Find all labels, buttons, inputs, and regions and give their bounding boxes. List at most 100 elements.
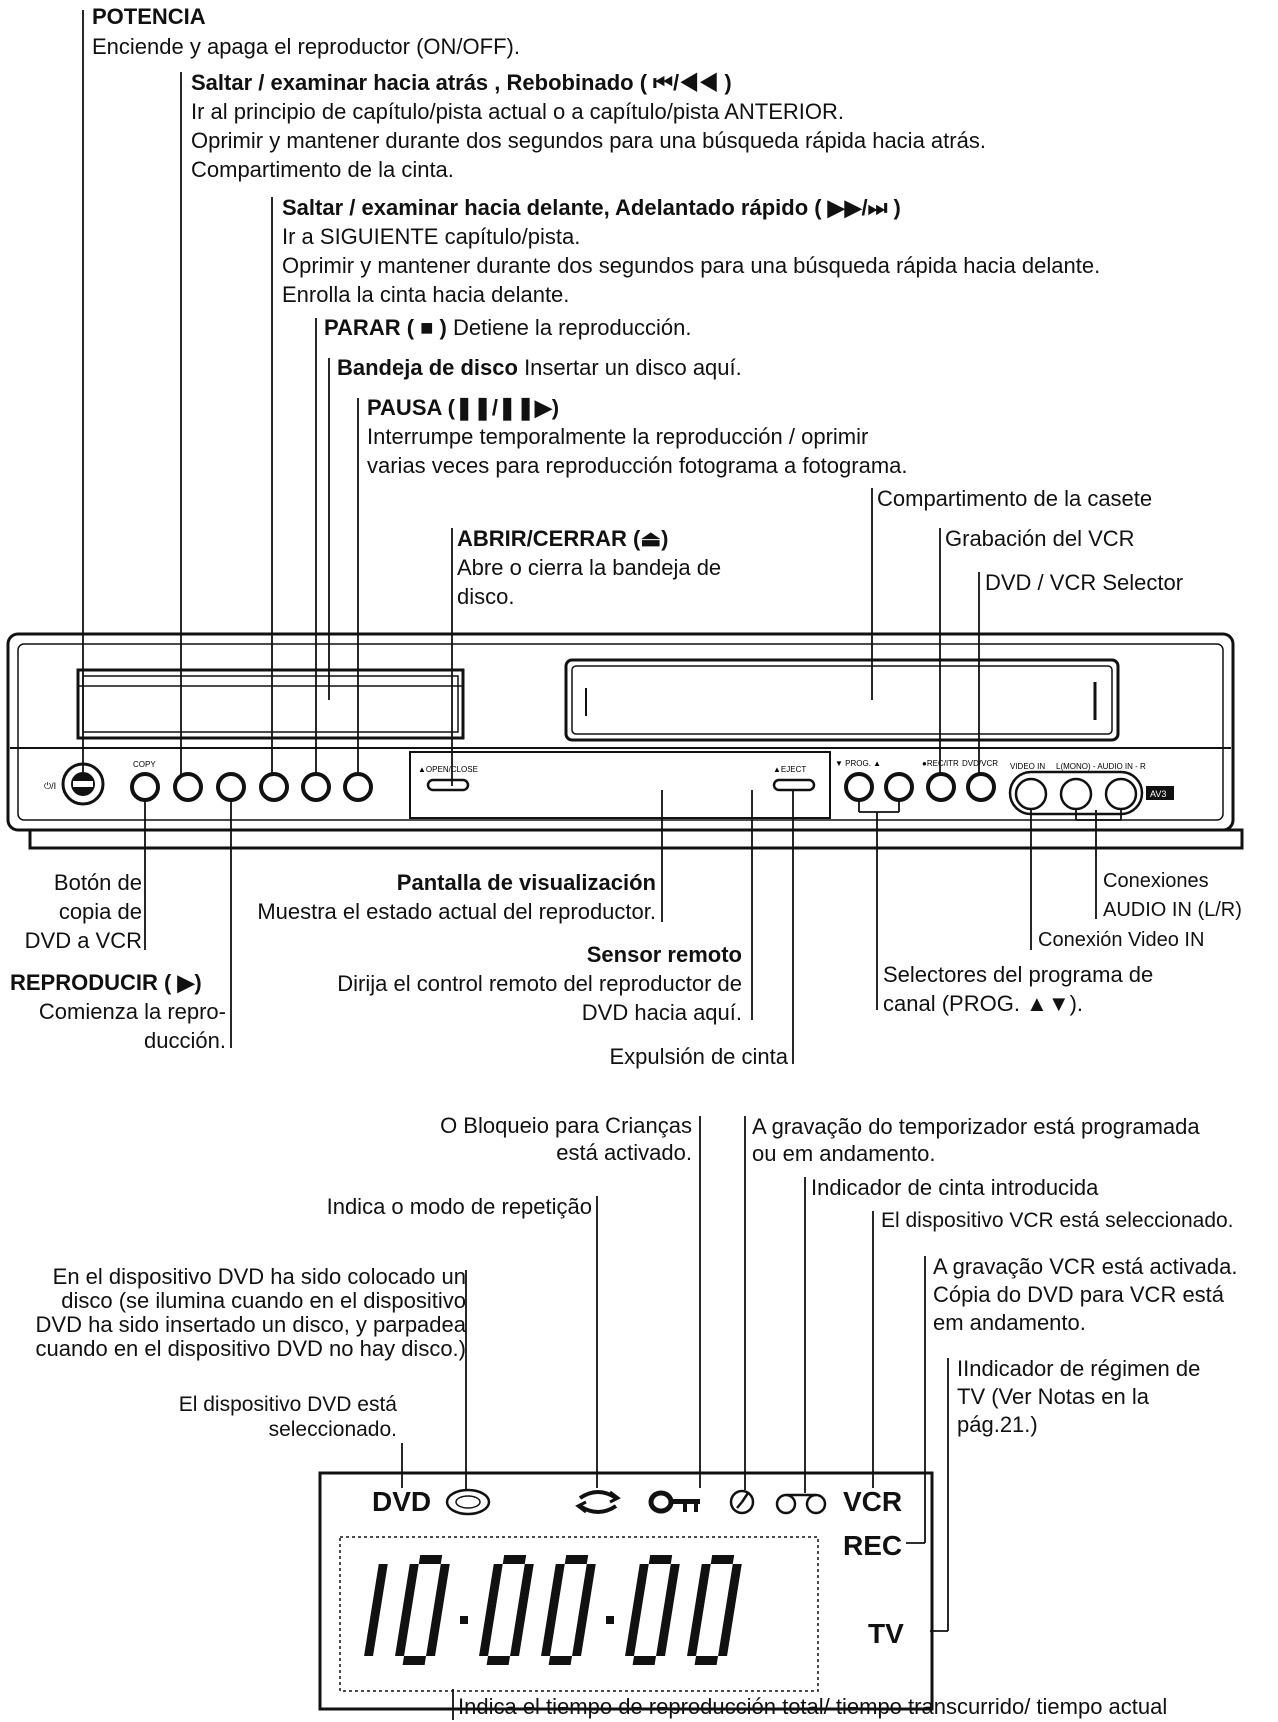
- lcd-digit-segment: [418, 1555, 443, 1564]
- remote-callout-title: Sensor remoto: [586, 942, 742, 967]
- lcd-digit-segment: [663, 1564, 680, 1610]
- dvd-vcr-selector-button[interactable]: [966, 772, 996, 802]
- dvd-vcr-label: DVD/VCR: [962, 759, 998, 768]
- lcd-dvd-indicator: DVD: [372, 1486, 431, 1517]
- callout-leader-lines: [82, 10, 1122, 1720]
- lcd-digit-segment: [694, 1656, 719, 1665]
- eject-callout: Expulsión de cinta: [609, 1044, 788, 1069]
- tape-icon: [775, 1493, 827, 1515]
- lcd-digit-segment: [625, 1610, 642, 1656]
- child-lock-key-icon: [648, 1490, 700, 1514]
- lcd-vcr-indicator: VCR: [843, 1486, 902, 1517]
- skip-back-callout-title: Saltar / examinar hacia atrás , Rebobina…: [191, 70, 732, 95]
- pause-callout-line: Interrumpe temporalmente la reproducción…: [367, 424, 869, 449]
- video-in-jack[interactable]: [1014, 777, 1048, 811]
- lcd-digit-segment: [648, 1555, 673, 1564]
- prog-up-button[interactable]: [884, 772, 914, 802]
- lcd-digit-segment: [548, 1656, 573, 1665]
- copy-callout-line: copia de: [58, 899, 142, 924]
- timer-callout-line: ou em andamento.: [752, 1141, 936, 1166]
- remote-callout-line: DVD hacia aquí.: [581, 1000, 742, 1025]
- disc-icon: [445, 1488, 491, 1516]
- rec-callout-line: A gravação VCR está activada.: [933, 1254, 1238, 1279]
- copy-button[interactable]: [130, 772, 160, 802]
- lcd-digit-segment: [486, 1564, 503, 1610]
- lcd-time-digits: [364, 1555, 742, 1665]
- audio-in-label: L(MONO) - AUDIO IN - R: [1056, 762, 1146, 771]
- skip-back-callout-line: Ir al principio de capítulo/pista actual…: [191, 99, 844, 124]
- child-lock-callout-line: O Bloqueio para Crianças: [440, 1113, 692, 1138]
- tray-callout-title: Bandeja de disco: [337, 355, 518, 380]
- tv-callout-line: IIndicador de régimen de: [957, 1356, 1201, 1381]
- skip-fwd-callout-line: Oprimir y mantener durante dos segundos …: [282, 253, 1101, 278]
- copy-callout-line: Botón de: [53, 870, 142, 895]
- lcd-rec-indicator: REC: [843, 1530, 902, 1561]
- skip-fwd-callout-line: Enrolla la cinta hacia delante.: [282, 282, 570, 307]
- display-callout-title: Pantalla de visualización: [396, 870, 656, 895]
- video-in-callout: Conexión Video IN: [1038, 929, 1205, 951]
- rec-callout-line: Cópia do DVD para VCR está: [933, 1282, 1225, 1307]
- skip-fwd-button[interactable]: [259, 772, 289, 802]
- lcd-digit-segment: [710, 1555, 735, 1564]
- lcd-digit-segment: [725, 1564, 742, 1610]
- lcd-digit-segment: [364, 1610, 381, 1656]
- power-label: ⏻/I: [44, 781, 56, 791]
- lcd-digit-segment: [517, 1564, 534, 1610]
- dvd-selected-callout-line: seleccionado.: [268, 1418, 397, 1441]
- lcd-digit-segment: [479, 1610, 496, 1656]
- disc-callout-line: disco (se ilumina cuando en el dispositi…: [61, 1288, 466, 1313]
- prog-callout-line: Selectores del programa de: [883, 962, 1154, 987]
- lcd-digit-segment: [510, 1610, 527, 1656]
- audio-in-callout-line: AUDIO IN (L/R): [1103, 899, 1242, 921]
- lcd-digit-segment: [656, 1610, 673, 1656]
- power-callout-title: POTENCIA: [92, 4, 206, 29]
- skip-back-callout-line: Oprimir y mantener durante dos segundos …: [191, 128, 986, 153]
- lcd-digit-segment: [395, 1610, 412, 1656]
- disc-tray[interactable]: [76, 668, 465, 740]
- lcd-digit-segment: [572, 1610, 589, 1656]
- lcd-digit-segment: [402, 1656, 427, 1665]
- audio-in-callout-line: Conexiones: [1103, 870, 1209, 892]
- tray-callout-text: Insertar un disco aquí.: [517, 355, 742, 380]
- disc-callout-line: En el dispositivo DVD ha sido colocado u…: [52, 1264, 466, 1289]
- eject-button[interactable]: [772, 778, 816, 792]
- skip-fwd-callout-line: Ir a SIGUIENTE capítulo/pista.: [282, 224, 581, 249]
- skip-back-button[interactable]: [173, 772, 203, 802]
- lcd-digit-segment: [426, 1610, 443, 1656]
- open-close-button[interactable]: [426, 778, 470, 792]
- pause-callout-title: PAUSA (❚❚/❚❚▶): [367, 395, 560, 420]
- selector-callout: DVD / VCR Selector: [985, 570, 1184, 595]
- prog-label: ▼ PROG. ▲: [835, 759, 881, 768]
- skip-fwd-callout-title: Saltar / examinar hacia delante, Adelant…: [282, 195, 901, 220]
- lcd-digit-segment: [486, 1656, 511, 1665]
- eject-label: ▲EJECT: [773, 765, 806, 774]
- lcd-digit-segment: [632, 1656, 657, 1665]
- lcd-digit-segment: [371, 1564, 388, 1610]
- prog-down-button[interactable]: [844, 772, 874, 802]
- stop-button[interactable]: [301, 772, 331, 802]
- copy-label: COPY: [133, 760, 156, 769]
- tape-callout: Indicador de cinta introducida: [811, 1175, 1099, 1200]
- timer-callout-line: A gravação do temporizador está programa…: [752, 1114, 1200, 1139]
- lcd-digit-segment: [548, 1564, 565, 1610]
- rec-button[interactable]: [926, 772, 956, 802]
- lcd-digit-segment: [402, 1564, 419, 1610]
- lcd-digit-segment: [579, 1564, 596, 1610]
- pause-callout-line: varias veces para reproducción fotograma…: [367, 453, 908, 478]
- lcd-digit-segment: [502, 1555, 527, 1564]
- audio-in-r-jack[interactable]: [1104, 777, 1138, 811]
- dvd-selected-callout-line: El dispositivo DVD está: [178, 1393, 397, 1416]
- skip-back-callout-line: Compartimento de la cinta.: [191, 157, 454, 182]
- lcd-colon-dot: [460, 1616, 468, 1624]
- cassette-door[interactable]: [564, 658, 1120, 742]
- dvd-vcr-device: ⏻/I COPY ▲OPEN/CLOSE ▲EJECT ▼ PROG. ▲ ●R…: [6, 632, 1244, 850]
- repeat-callout: Indica o modo de repetição: [326, 1194, 592, 1219]
- display-callout-text: Muestra el estado actual del reproductor…: [257, 899, 656, 924]
- lcd-digit-segment: [564, 1555, 589, 1564]
- play-button[interactable]: [216, 772, 246, 802]
- audio-in-l-jack[interactable]: [1059, 777, 1093, 811]
- lcd-colon-dot: [606, 1616, 614, 1624]
- pause-button[interactable]: [343, 772, 373, 802]
- rec-callout-line: em andamento.: [933, 1310, 1086, 1335]
